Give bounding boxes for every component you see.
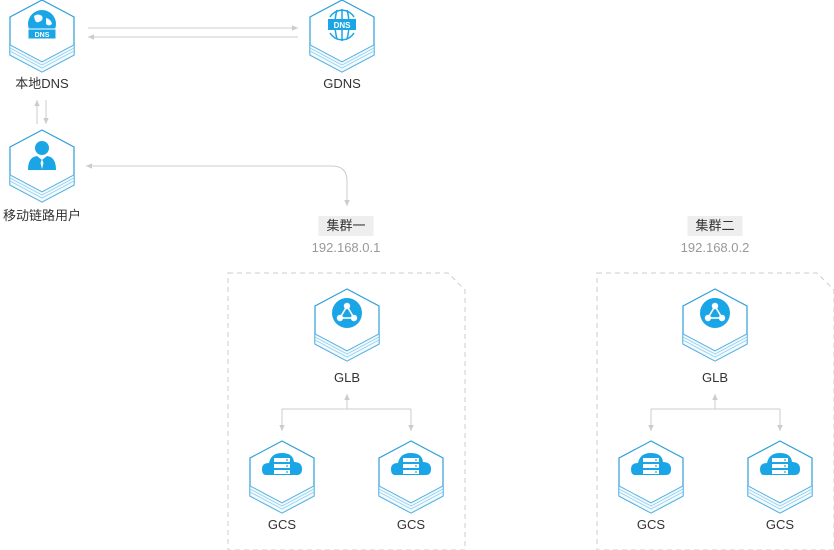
gdns-node: DNS [309,0,375,73]
gdns-label: GDNS [323,76,361,91]
cluster-1-glb-node [314,288,380,362]
cluster-1-fork [279,394,414,431]
local-dns-node: DNS [9,0,75,73]
cluster-1-name-tag: 集群一 [318,216,374,236]
cluster-2-name-tag: 集群二 [687,216,743,236]
cluster-2-glb-label: GLB [701,370,729,385]
user-to-cluster-arrow [86,163,350,206]
cluster-1-gcs-1-label: GCS [267,517,297,532]
globe-dns-icon: DNS [27,10,57,40]
cluster-1-ip: 192.168.0.1 [311,240,381,255]
cluster-1-box [227,272,466,550]
cluster-2-gcs-1-label: GCS [636,517,666,532]
cluster-1-glb-label: GLB [333,370,361,385]
cluster-1-gcs-node-2 [378,440,444,514]
cloud-server-icon [631,453,671,475]
local-dns-badge: DNS [35,32,50,39]
mobile-user-node [9,129,75,203]
cluster-2-ip: 192.168.0.2 [680,240,750,255]
local-dns-label: 本地DNS [15,76,69,91]
cluster-2-box [596,272,834,550]
cluster-2-gcs-node-2 [747,440,813,514]
cluster-1-gcs-2-label: GCS [396,517,426,532]
cluster-1-gcs-node-1 [249,440,315,514]
cluster-2-glb-node [682,288,748,362]
cluster-2-gcs-2-label: GCS [765,517,795,532]
dns-globe-icon: DNS [328,9,356,41]
network-share-icon [332,298,362,328]
gdns-badge: DNS [334,21,352,30]
cloud-server-icon [391,453,431,475]
user-icon [28,141,56,170]
network-share-icon [700,298,730,328]
cloud-server-icon [760,453,800,475]
cluster-2-fork [648,394,783,431]
cloud-server-icon [262,453,302,475]
mobile-user-label: 移动链路用户 [2,208,82,223]
cluster-2-gcs-node-1 [618,440,684,514]
